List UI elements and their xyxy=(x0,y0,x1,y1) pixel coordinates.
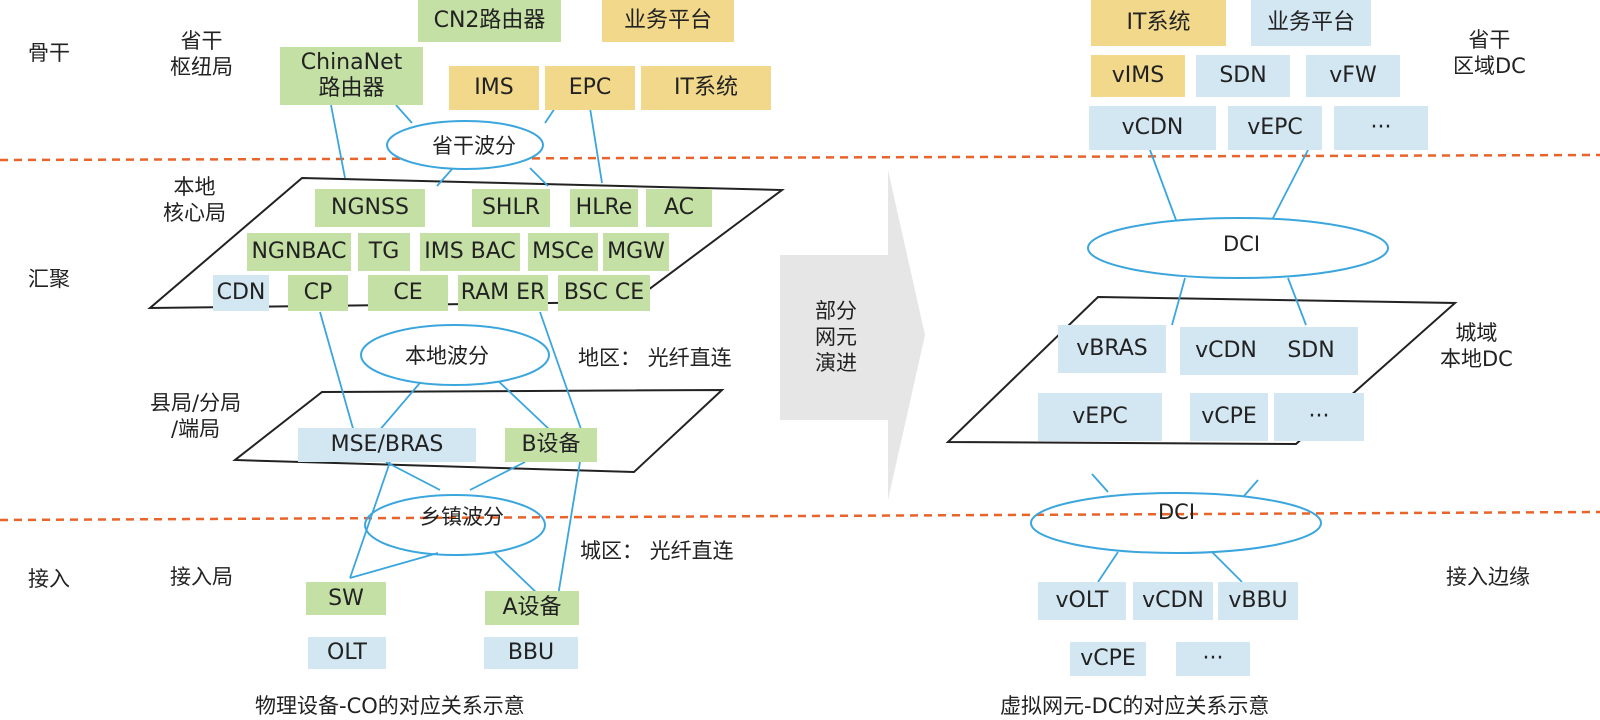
county-plane xyxy=(232,388,725,474)
more-bot-box: ··· xyxy=(1176,642,1250,676)
vcpe-mid-box: vCPE xyxy=(1190,393,1268,441)
it-system-box: IT系统 xyxy=(641,66,771,110)
msce-box: MSCe xyxy=(528,233,598,271)
cdn-box: CDN xyxy=(213,275,269,311)
vr-biz-platform-box: 业务平台 xyxy=(1251,0,1371,46)
a-device-box: A设备 xyxy=(485,591,579,625)
right-caption: 虚拟网元-DC的对应关系示意 xyxy=(1000,694,1270,718)
biz-platform-box: 业务平台 xyxy=(602,0,734,42)
cn2-router-box: CN2路由器 xyxy=(418,0,561,42)
left-connectors xyxy=(319,104,603,597)
more-top-box: ··· xyxy=(1334,106,1428,150)
vcdn-mid-box: vCDN xyxy=(1180,327,1272,375)
hlre-box: HLRe xyxy=(570,189,638,227)
vcpe-bot-box: vCPE xyxy=(1070,642,1146,676)
ngnss-box: NGNSS xyxy=(315,189,425,227)
tg-box: TG xyxy=(358,233,410,271)
zone-backbone-label: 骨干 xyxy=(28,41,70,65)
divider-aggregation-access xyxy=(0,510,1600,522)
volt-box: vOLT xyxy=(1038,582,1126,620)
left-caption: 物理设备-CO的对应关系示意 xyxy=(255,694,525,718)
evolution-arrow-label: 部分 网元 演进 xyxy=(815,299,857,375)
more-mid-box: ··· xyxy=(1274,393,1364,441)
provincial-wdm-label: 省干波分 xyxy=(432,134,516,158)
provincial-dc-label: 省干 区域DC xyxy=(1453,28,1526,78)
provincial-wdm-oval xyxy=(386,120,544,170)
edge-label: 接入边缘 xyxy=(1446,565,1530,589)
right-connectors xyxy=(1091,149,1309,583)
zone-aggregation-label: 汇聚 xyxy=(28,267,70,291)
local-wdm-oval xyxy=(360,324,550,386)
sdn-mid-box: SDN xyxy=(1264,327,1358,375)
bbu-box: BBU xyxy=(484,637,578,669)
chinanet-router-box: ChinaNet 路由器 xyxy=(280,47,423,105)
dci-bottom-label: DCI xyxy=(1158,500,1196,524)
bsc-ce-box: BSC CE xyxy=(558,275,650,311)
divider-backbone-aggregation xyxy=(0,153,1600,162)
zone-access-label: 接入 xyxy=(28,567,70,591)
sw-box: SW xyxy=(306,582,386,615)
county-label: 县局/分局 /端局 xyxy=(150,391,242,441)
cp-box: CP xyxy=(288,275,348,311)
town-wdm-label: 乡镇波分 xyxy=(420,505,504,529)
olt-box: OLT xyxy=(308,637,386,669)
mgw-box: MGW xyxy=(603,233,669,271)
ram-er-box: RAM ER xyxy=(458,275,548,311)
ims-box: IMS xyxy=(449,66,539,110)
vbbu-box: vBBU xyxy=(1218,582,1298,620)
vims-box: vIMS xyxy=(1091,55,1185,97)
vcdn-bot-box: vCDN xyxy=(1133,582,1213,620)
ac-box: AC xyxy=(646,189,712,227)
ce-box: CE xyxy=(368,275,448,311)
metro-dc-label: 城域 本地DC xyxy=(1440,321,1513,371)
dci-top-oval xyxy=(1087,217,1389,279)
vepc-top-box: vEPC xyxy=(1228,106,1322,150)
metro-dc-plane xyxy=(945,295,1458,446)
b-device-box: B设备 xyxy=(505,428,597,462)
vcdn-top-box: vCDN xyxy=(1089,106,1216,150)
provincial-hub-label: 省干 枢纽局 xyxy=(170,29,233,79)
shlr-box: SHLR xyxy=(472,189,550,227)
local-wdm-label: 本地波分 xyxy=(405,344,489,368)
access-office-label: 接入局 xyxy=(170,565,233,589)
mse-bras-box: MSE/BRAS xyxy=(298,428,476,462)
vfw-box: vFW xyxy=(1306,55,1400,97)
local-core-label: 本地 核心局 xyxy=(163,175,226,225)
region-fiber-label: 地区： 光纤直连 xyxy=(578,346,732,370)
ims-bac-box: IMS BAC xyxy=(420,233,520,271)
dci-bottom-oval xyxy=(1030,492,1322,554)
city-fiber-label: 城区： 光纤直连 xyxy=(580,539,734,563)
dci-top-label: DCI xyxy=(1223,232,1261,256)
town-wdm-oval xyxy=(364,494,546,556)
vepc-mid-box: vEPC xyxy=(1038,393,1162,441)
sdn-top-box: SDN xyxy=(1196,55,1290,97)
evolution-arrow xyxy=(780,170,925,500)
epc-box: EPC xyxy=(545,66,635,110)
ngnbac-box: NGNBAC xyxy=(247,233,351,271)
vbras-box: vBRAS xyxy=(1058,325,1166,373)
vr-it-system-box: IT系统 xyxy=(1091,0,1226,46)
